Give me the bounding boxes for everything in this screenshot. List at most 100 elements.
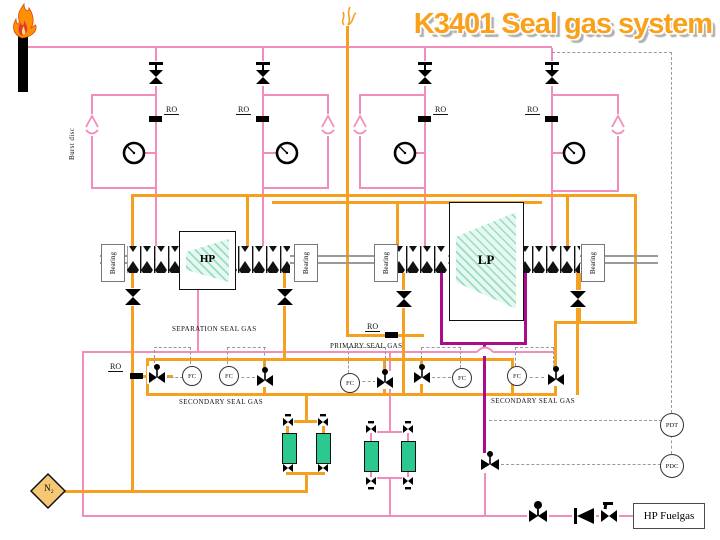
hand-valve-g1 — [148, 61, 164, 86]
pipe-filter1-top — [286, 420, 325, 423]
signal-top — [552, 52, 672, 53]
primary-seal-gas-label: PRIMARY SEAL GAS — [330, 342, 403, 350]
pipe-vent-g2 — [262, 48, 264, 247]
pipe-primary-header-left — [83, 351, 478, 353]
signal-p3a — [348, 347, 349, 373]
signal-p5a — [515, 347, 516, 366]
pipe-hop — [476, 346, 494, 356]
pipe-lp-left-leakoff — [402, 271, 405, 395]
hand-valve-g2 — [255, 61, 271, 86]
pipe-supply-header1 — [131, 194, 637, 197]
pipe-loop4-top — [551, 94, 619, 96]
pipe-manifold-top — [146, 358, 514, 361]
pipe-loop4-bottom — [551, 190, 619, 192]
control-valve-4 — [412, 364, 432, 384]
pdt-transmitter: PDT — [660, 413, 684, 437]
bearing-lp-right: Bearing — [581, 244, 605, 282]
ro-orifice-g4 — [545, 116, 558, 122]
pipe-drop-lp-left — [396, 201, 399, 249]
check-valve-fuelgas — [572, 506, 596, 526]
bearing-hp-left: Bearing — [101, 244, 125, 282]
bearing-label: Bearing — [109, 251, 117, 275]
filter2-valve-br — [402, 477, 414, 490]
ro-label-manifold: RO — [108, 362, 124, 372]
check-valve-hp-right — [276, 288, 294, 306]
ro-label-g1: RO — [164, 105, 180, 115]
signal-p1b — [154, 347, 191, 348]
pipe-recovery-lower — [484, 472, 486, 516]
vent-flame-icon — [341, 6, 357, 26]
check-valve-lp-right — [569, 290, 587, 308]
pipe-right-downcomer — [554, 321, 557, 395]
control-valve-3 — [375, 369, 395, 389]
pipe-loop3-top — [359, 94, 426, 96]
fc-label: FC — [188, 372, 196, 380]
n2-label: N₂ — [44, 483, 54, 493]
signal-right-drop — [671, 52, 672, 413]
bearing-hp-right: Bearing — [294, 244, 318, 282]
relief-device-g2 — [321, 114, 335, 136]
pdc-controller: PDC — [660, 454, 684, 478]
pipe-primary-header-right — [492, 351, 555, 353]
pipe-loop1-bottom — [92, 187, 156, 189]
pipe-drop-hp-left — [131, 194, 134, 249]
filter1-valve-tr — [317, 414, 329, 426]
ro-orifice-g2 — [256, 116, 269, 122]
signal-p4a — [421, 347, 422, 368]
flare-flame-icon — [13, 2, 37, 39]
hp-fuelgas-box: HP Fuelgas — [633, 503, 705, 529]
bearing-label: Bearing — [302, 251, 310, 275]
bearing-label: Bearing — [382, 251, 390, 275]
hp-fuelgas-label: HP Fuelgas — [643, 510, 695, 522]
filter2-valve-bl — [365, 477, 377, 490]
filter-a2 — [316, 433, 331, 464]
pipe-drop-lp-right — [566, 194, 569, 249]
pressure-gauge-g3 — [393, 141, 417, 165]
fc-controller-5: FC — [507, 366, 527, 386]
ro-orifice-mid — [385, 332, 398, 338]
bearing-label: Bearing — [589, 251, 597, 275]
page-title: K3401 Seal gas system — [413, 8, 713, 40]
pipe-filter1-outlet — [305, 472, 308, 493]
seal-lp-left — [396, 246, 448, 273]
hand-valve-fuelgas — [599, 502, 619, 526]
pipe-gauge2-stub — [263, 152, 277, 154]
signal-fv2 — [236, 377, 255, 378]
seal-hp-left — [127, 246, 180, 273]
secondary-seal-gas-label-right: SECONDARY SEAL GAS — [491, 397, 576, 405]
pipe-loop1-top — [92, 94, 156, 96]
pipe-loop3-side — [359, 94, 361, 189]
pipe-gauge4-stub — [553, 152, 565, 154]
pipe-recovery-drop — [483, 342, 486, 455]
separation-seal-gas-label: SEPARATION SEAL GAS — [172, 325, 257, 333]
pipe-filter1-inlet — [305, 393, 308, 422]
signal-p2c — [264, 347, 265, 367]
ro-orifice-g3 — [418, 116, 431, 122]
bearing-lp-left: Bearing — [374, 244, 398, 282]
ro-label-mid: RO — [365, 322, 381, 332]
signal-fv4 — [432, 377, 451, 378]
n2-source-diamond — [29, 472, 67, 510]
pipe-left-downcomer — [82, 351, 84, 517]
signal-p1a — [154, 350, 155, 368]
filter2-valve-tl — [365, 421, 377, 433]
ro-label-g4: RO — [525, 105, 541, 115]
pipe-loop2-top — [262, 94, 329, 96]
fc-controller-4: FC — [452, 368, 472, 388]
pipe-lp-primary-right — [524, 271, 527, 345]
pipe-drop-hp-right — [246, 194, 249, 249]
pipe-filter2-outlet — [389, 478, 391, 516]
pipe-filter2-inlet — [389, 351, 391, 432]
fc-label: FC — [458, 374, 466, 382]
control-valve-1 — [147, 364, 167, 384]
pipe-filter2-top — [371, 431, 409, 433]
pipe-vent-g3 — [424, 48, 426, 247]
pressure-gauge-g4 — [562, 141, 586, 165]
signal-pdc-valve — [501, 464, 671, 465]
signal-p3b — [348, 347, 386, 348]
control-valve-2 — [255, 367, 275, 387]
ro-orifice-g1 — [149, 116, 162, 122]
pipe-manifold-bottom — [146, 393, 557, 396]
signal-pdt-tap — [489, 420, 672, 421]
